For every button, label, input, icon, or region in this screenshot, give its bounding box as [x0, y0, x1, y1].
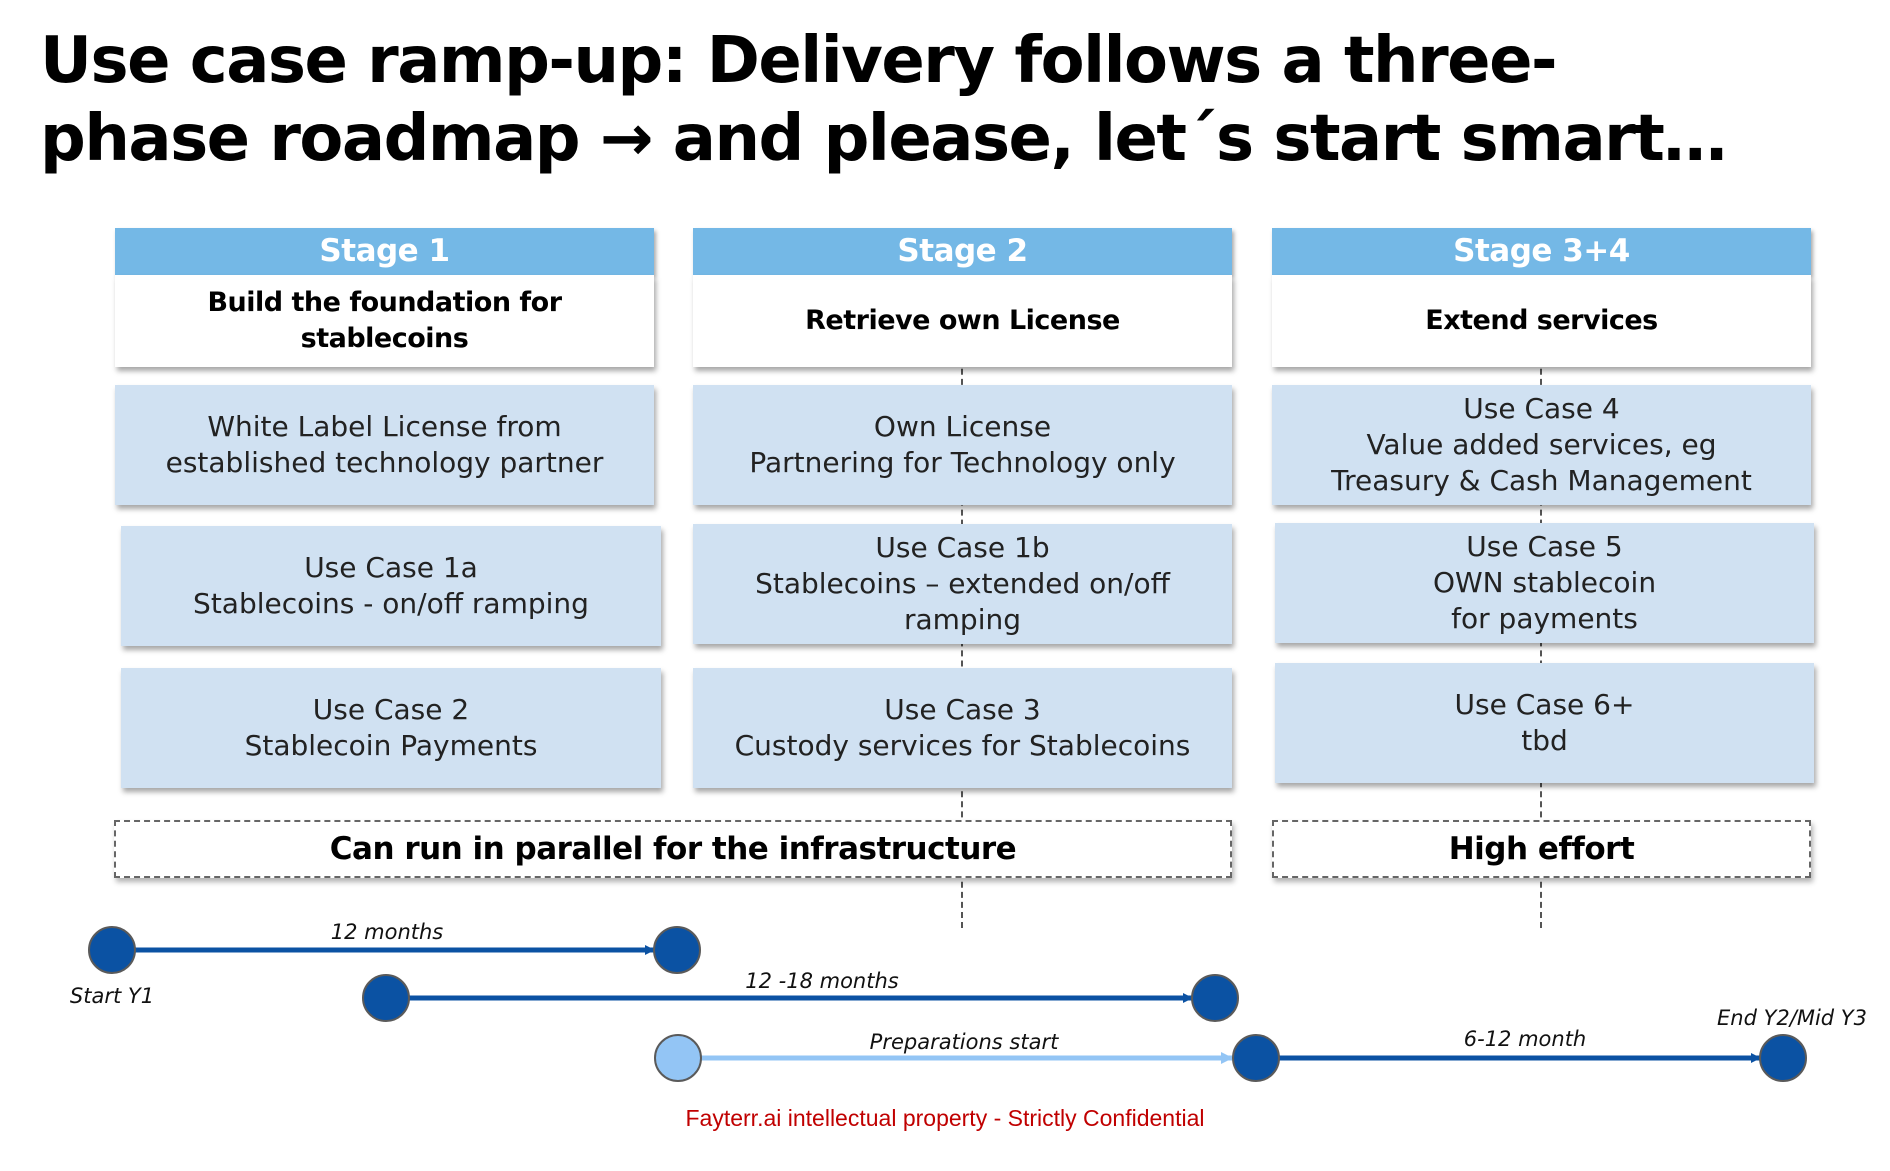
timeline-label-3: Preparations start — [870, 1030, 1059, 1054]
box-line: Use Case 2 — [312, 693, 470, 726]
timeline-label-1: 12 months — [331, 920, 444, 944]
box-line: Stablecoin Payments — [244, 729, 538, 762]
stage-3-box-3: Use Case 6+tbd — [1275, 663, 1814, 783]
box-line: tbd — [1521, 724, 1568, 757]
timeline-label-2: 12 -18 months — [745, 969, 899, 993]
slide-title-line-2: phase roadmap → and please, let´s start … — [40, 102, 1727, 176]
box-line: Use Case 3 — [884, 693, 1041, 726]
timeline-node-3-start — [654, 1034, 702, 1082]
box-line: Use Case 5 — [1466, 530, 1623, 563]
box-line: OWN stablecoin — [1432, 566, 1657, 599]
box-line: Custody services for Stablecoins — [734, 729, 1191, 762]
parallel-note: Can run in parallel for the infrastructu… — [114, 820, 1232, 878]
box-line: Use Case 6+ — [1454, 688, 1635, 721]
timeline-end-label: End Y2/Mid Y3 — [1717, 1006, 1867, 1030]
box-line: Treasury & Cash Management — [1331, 464, 1752, 497]
stage-1-column: Stage 1 Build the foundation for stablec… — [115, 228, 654, 367]
box-line: Stablecoins - on/off ramping — [193, 587, 589, 620]
stage-2-column: Stage 2 Retrieve own License — [693, 228, 1232, 367]
box-line: Use Case 4 — [1463, 392, 1620, 425]
stage-1-subtitle: Build the foundation for stablecoins — [115, 275, 654, 367]
box-line: Use Case 1b — [875, 531, 1050, 564]
timeline-node-2-start — [362, 974, 410, 1022]
timeline-node-1-end — [653, 926, 701, 974]
timeline: 12 months Start Y1 12 -18 months Prepara… — [70, 920, 1867, 1082]
timeline-label-4: 6-12 month — [1464, 1027, 1587, 1051]
slide-title: Use case ramp-up: Delivery follows a thr… — [40, 22, 1840, 178]
box-line: Stablecoins – extended on/off — [755, 567, 1170, 600]
timeline-start-label: Start Y1 — [70, 984, 154, 1008]
stage-3-subtitle: Extend services — [1272, 275, 1811, 367]
timeline-node-end — [1759, 1034, 1807, 1082]
confidentiality-footer: Fayterr.ai intellectual property - Stric… — [685, 1105, 1205, 1131]
box-line: Own License — [873, 410, 1052, 443]
slide-title-line-1: Use case ramp-up: Delivery follows a thr… — [40, 24, 1558, 98]
box-line: Partnering for Technology only — [749, 446, 1176, 479]
stage-3-column: Stage 3+4 Extend services — [1272, 228, 1811, 367]
box-line: White Label License from — [207, 410, 562, 443]
box-line: Value added services, eg — [1366, 428, 1717, 461]
stage-2-header: Stage 2 — [693, 228, 1232, 275]
box-line: for payments — [1451, 602, 1638, 635]
timeline-node-start — [88, 926, 136, 974]
stage-1-header: Stage 1 — [115, 228, 654, 275]
box-line: established technology partner — [165, 446, 604, 479]
stage-2-subtitle: Retrieve own License — [693, 275, 1232, 367]
box-line: ramping — [903, 603, 1021, 636]
timeline-node-2-end — [1191, 974, 1239, 1022]
box-line: Use Case 1a — [304, 551, 478, 584]
timeline-node-3-mid — [1232, 1034, 1280, 1082]
high-effort-note: High effort — [1272, 820, 1811, 878]
stage-3-header: Stage 3+4 — [1272, 228, 1811, 275]
